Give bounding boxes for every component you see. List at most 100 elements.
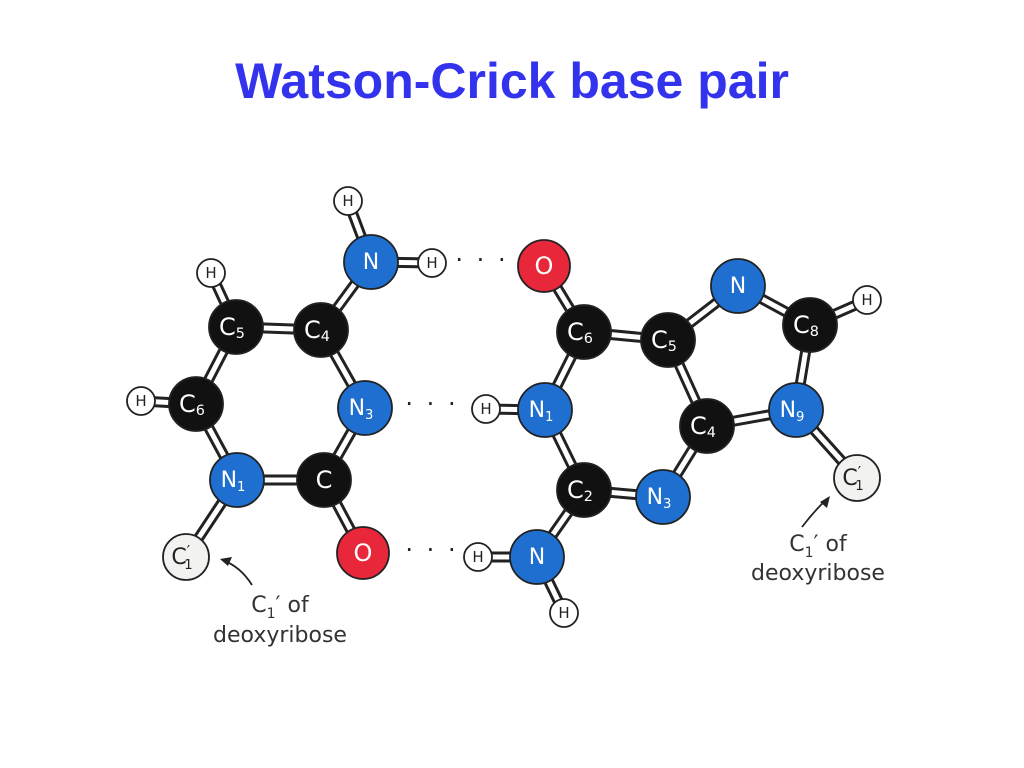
atom-gua_N_amino: N: [509, 529, 565, 585]
atom-circle-gua_C6: [556, 304, 612, 360]
atom-gua_N3: N3: [635, 469, 691, 525]
atom-circle-gua_H_amino_bottom: [549, 598, 579, 628]
atom-cyt_N3: N3: [337, 380, 393, 436]
atom-gua_N1: N1: [517, 382, 573, 438]
caption-right: C1′ of deoxyribose: [751, 496, 885, 586]
caption-left-sub: 1: [267, 606, 276, 622]
atom-circle-cyt_H_amino_bond: [417, 248, 447, 278]
caption-left-line2: deoxyribose: [213, 623, 347, 648]
atom-circle-gua_C5: [640, 312, 696, 368]
atom-cyt_C2: C: [296, 452, 352, 508]
caption-left-c: C: [251, 593, 266, 618]
caption-left-arrowhead: [220, 557, 232, 566]
atom-circle-cyt_H5: [196, 258, 226, 288]
atom-label-gua_C5: C5: [651, 326, 677, 355]
atom-cyt_H6: H: [126, 386, 156, 416]
atom-circle-gua_N7: [710, 258, 766, 314]
atom-gua_H_amino_bottom: H: [549, 598, 579, 628]
atom-label-gua_H_amino_bond: H: [472, 548, 483, 566]
atom-label-cyt_C5: C5: [219, 313, 245, 342]
atom-gua_H8: H: [852, 285, 882, 315]
atom-label-gua_C2: C2: [567, 476, 593, 505]
atom-circle-gua_N9: [768, 382, 824, 438]
atom-label-gua_H1: H: [480, 400, 491, 418]
atom-circle-gua_N3: [635, 469, 691, 525]
atom-circle-cyt_N3: [337, 380, 393, 436]
caption-left: C1′ of deoxyribose: [213, 557, 347, 648]
caption-right-sub: 1: [805, 545, 814, 561]
atom-circle-gua_H8: [852, 285, 882, 315]
atom-gua_H_amino_bond: H: [463, 542, 493, 572]
atom-label-gua_O6: O: [535, 252, 554, 280]
hydrogen-bond-bottom: · · ·: [405, 536, 458, 564]
atom-cyt_C1p: C′1: [162, 533, 210, 581]
atom-label-cyt_C2: C: [316, 466, 333, 494]
atom-cyt_C5: C5: [208, 299, 264, 355]
atom-label-gua_N_amino: N: [529, 545, 545, 570]
atom-circle-cyt_N_amino: [343, 234, 399, 290]
atom-circle-gua_O6: [517, 239, 571, 293]
atom-label-gua_N3: N3: [647, 485, 672, 512]
atom-circle-cyt_C2: [296, 452, 352, 508]
slide-title: Watson-Crick base pair: [235, 53, 789, 109]
atom-label-cyt_C6: C6: [179, 390, 205, 419]
atom-circle-gua_C2: [556, 462, 612, 518]
atom-circle-gua_N_amino: [509, 529, 565, 585]
atom-cyt_H_amino_bond: H: [417, 248, 447, 278]
atom-label-gua_H8: H: [861, 291, 872, 309]
atom-gua_H1: H: [471, 394, 501, 424]
caption-right-line2: deoxyribose: [751, 561, 885, 586]
atom-cyt_N_amino: N: [343, 234, 399, 290]
atom-label-cyt_O2: O: [354, 539, 373, 567]
atom-label-cyt_N_amino: N: [363, 250, 379, 275]
svg-text:C1′ of: C1′ of: [789, 532, 848, 561]
atom-gua_C8: C8: [782, 297, 838, 353]
atom-label-cyt_C4: C4: [304, 316, 330, 345]
atom-gua_N7: N: [710, 258, 766, 314]
atom-cyt_H5: H: [196, 258, 226, 288]
atom-label-cyt_C1p: C′1: [171, 542, 192, 573]
atom-label-gua_C4: C4: [690, 412, 716, 441]
atom-label-gua_C6: C6: [567, 318, 593, 347]
atom-label-cyt_H5: H: [205, 264, 216, 282]
atom-gua_C1p: C′1: [833, 454, 881, 502]
atom-gua_N9: N9: [768, 382, 824, 438]
atom-label-cyt_H_amino_bond: H: [426, 254, 437, 272]
atom-circle-gua_H1: [471, 394, 501, 424]
atom-cyt_H_amino_top: H: [333, 186, 363, 216]
atom-label-gua_H_amino_bottom: H: [558, 604, 569, 622]
caption-right-c: C: [789, 532, 804, 557]
atom-circle-cyt_C6: [168, 376, 224, 432]
atom-gua_O6: O: [517, 239, 571, 293]
atom-cyt_C4: C4: [293, 302, 349, 358]
atom-label-gua_C1p: C′1: [842, 463, 863, 494]
caption-left-of: of: [288, 593, 310, 618]
atom-label-cyt_H6: H: [135, 392, 146, 410]
atom-circle-cyt_H6: [126, 386, 156, 416]
atom-gua_C5: C5: [640, 312, 696, 368]
atom-label-gua_N1: N1: [529, 398, 554, 425]
atom-cyt_N1: N1: [209, 452, 265, 508]
atom-gua_C6: C6: [556, 304, 612, 360]
atom-circle-gua_C8: [782, 297, 838, 353]
atom-cyt_O2: O: [336, 526, 390, 580]
atom-circle-cyt_N1: [209, 452, 265, 508]
atom-label-gua_N9: N9: [780, 398, 805, 425]
hydrogen-bond-middle: · · ·: [405, 390, 458, 418]
atom-circle-cyt_C1p: [162, 533, 210, 581]
atom-gua_C2: C2: [556, 462, 612, 518]
atom-label-cyt_N1: N1: [221, 468, 246, 495]
atom-label-gua_C8: C8: [793, 311, 819, 340]
atom-label-cyt_N3: N3: [349, 396, 374, 423]
atom-label-cyt_H_amino_top: H: [342, 192, 353, 210]
atom-circle-gua_H_amino_bond: [463, 542, 493, 572]
atom-circle-cyt_C5: [208, 299, 264, 355]
atom-circle-gua_C1p: [833, 454, 881, 502]
hydrogen-bond-top: · · ·: [455, 246, 508, 274]
atom-circle-gua_N1: [517, 382, 573, 438]
atom-circle-gua_C4: [679, 398, 735, 454]
caption-right-of: of: [826, 532, 848, 557]
atom-circle-cyt_C4: [293, 302, 349, 358]
